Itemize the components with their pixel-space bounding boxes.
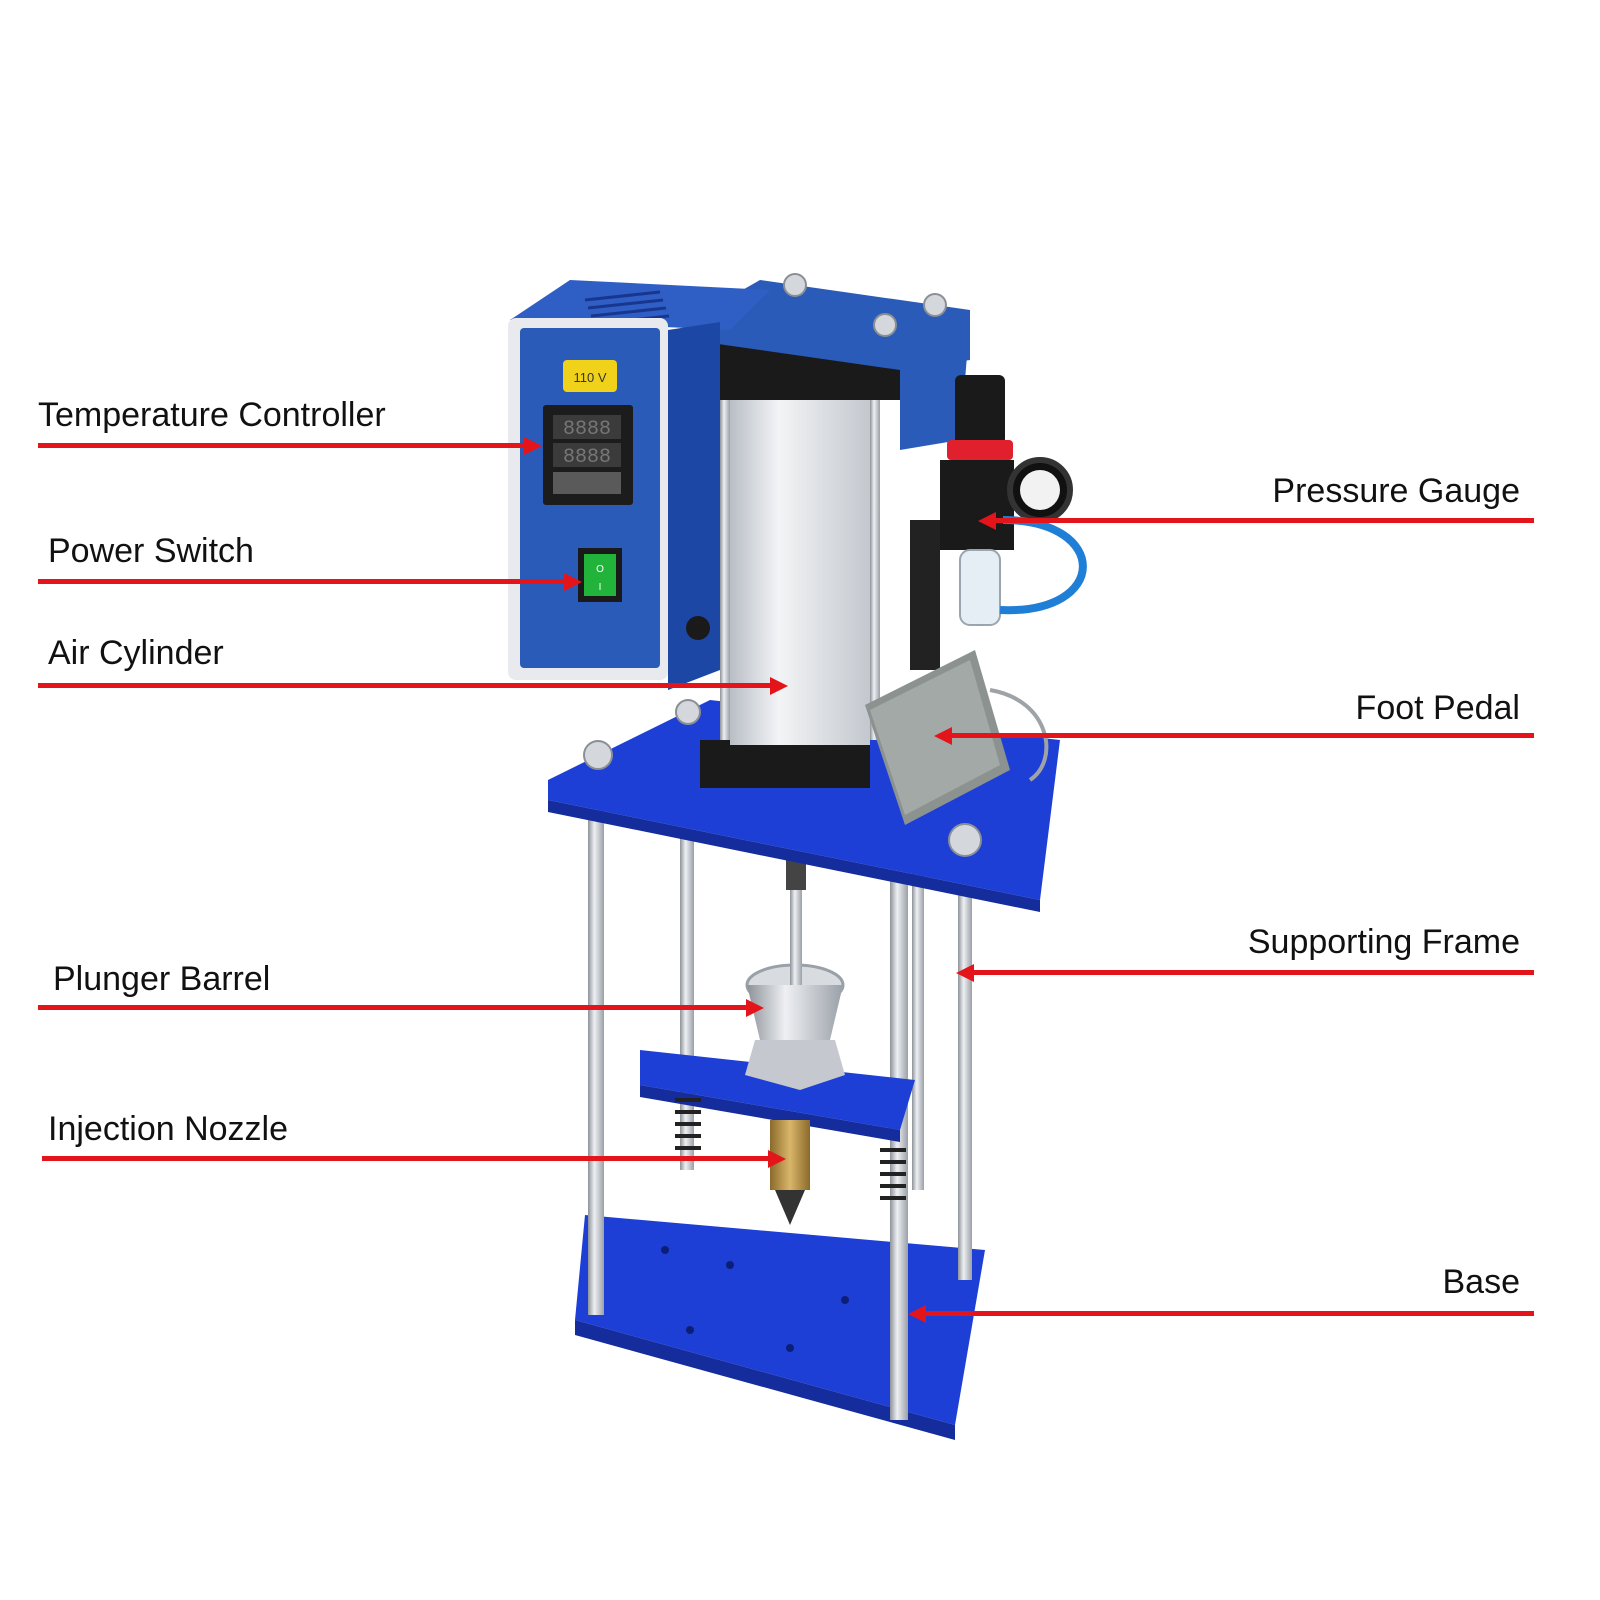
- middle-plate: [640, 1050, 915, 1130]
- label-plunger-barrel: Plunger Barrel: [53, 960, 271, 998]
- arrow-head-pressure-gauge: [978, 512, 996, 530]
- air-cylinder-body: [730, 395, 870, 745]
- label-temperature-controller: Temperature Controller: [38, 396, 386, 434]
- svg-text:O: O: [596, 564, 604, 575]
- arrow-head-injection-nozzle: [768, 1150, 786, 1168]
- voltage-label: 110 V: [573, 370, 606, 385]
- arrow-head-temperature-controller: [524, 437, 542, 455]
- arrow-head-air-cylinder: [770, 677, 788, 695]
- arrow-head-base: [908, 1305, 926, 1323]
- leader-line-air-cylinder: [38, 683, 773, 688]
- label-base: Base: [1442, 1263, 1521, 1301]
- svg-text:8888: 8888: [563, 418, 611, 441]
- base-plate: [575, 1215, 985, 1425]
- arrow-head-plunger-barrel: [746, 999, 764, 1017]
- label-supporting-frame: Supporting Frame: [1247, 923, 1520, 961]
- label-foot-pedal: Foot Pedal: [1355, 689, 1520, 727]
- leader-line-pressure-gauge: [994, 518, 1534, 523]
- leader-line-injection-nozzle: [42, 1156, 772, 1161]
- leader-line-base: [924, 1311, 1534, 1316]
- label-injection-nozzle: Injection Nozzle: [48, 1110, 289, 1148]
- leader-line-temperature-controller: [38, 443, 528, 448]
- svg-text:8888: 8888: [563, 446, 611, 469]
- leader-line-supporting-frame: [972, 970, 1534, 975]
- arrow-head-supporting-frame: [956, 964, 974, 982]
- leader-line-plunger-barrel: [38, 1005, 750, 1010]
- svg-text:I: I: [599, 582, 602, 593]
- power-switch-rocker: [584, 554, 616, 596]
- label-air-cylinder: Air Cylinder: [48, 634, 224, 672]
- label-pressure-gauge: Pressure Gauge: [1272, 472, 1520, 510]
- arrow-head-power-switch: [564, 573, 582, 591]
- leader-line-foot-pedal: [950, 733, 1534, 738]
- label-power-switch: Power Switch: [48, 532, 254, 570]
- arrow-head-foot-pedal: [934, 727, 952, 745]
- leader-line-power-switch: [38, 579, 568, 584]
